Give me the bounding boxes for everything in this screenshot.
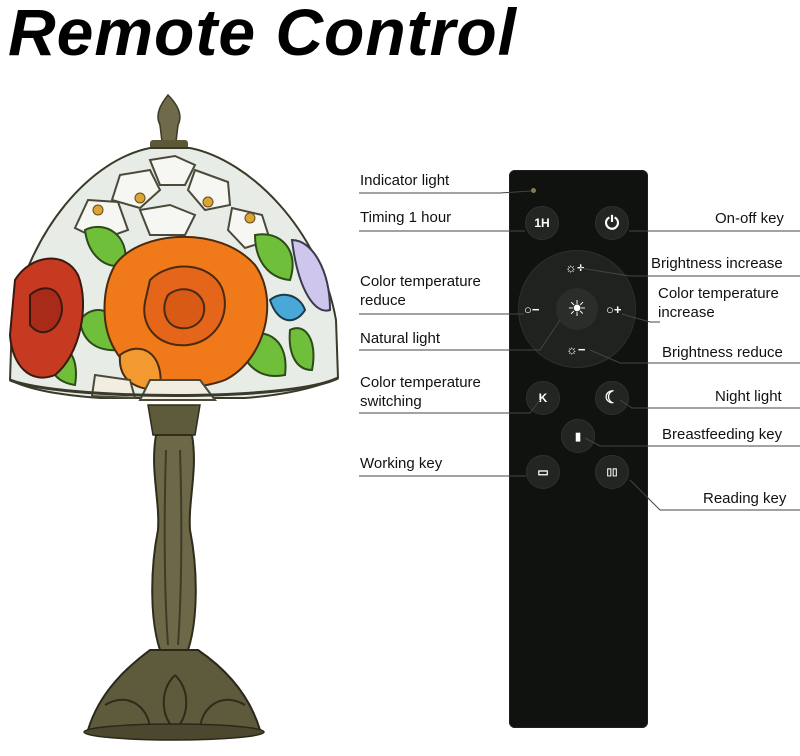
page-title: Remote Control — [8, 0, 517, 69]
timing-button[interactable]: 1H — [525, 206, 559, 240]
label-natural-light: Natural light — [360, 330, 441, 347]
label-ct-switch-2: switching — [360, 393, 422, 410]
label-indicator-light: Indicator light — [360, 172, 450, 189]
brightness-up-button[interactable]: ☼+ — [565, 260, 585, 275]
natural-light-button[interactable]: ☀ — [556, 288, 598, 330]
label-ct-increase-1: Color temperature — [658, 285, 779, 302]
label-ct-reduce-1: Color temperature — [360, 273, 481, 290]
ct-reduce-button[interactable]: ○− — [524, 302, 540, 317]
label-night-light: Night light — [715, 388, 782, 405]
reading-button[interactable]: ▯▯ — [595, 455, 629, 489]
label-working: Working key — [360, 455, 443, 472]
night-light-button[interactable]: ☾ — [595, 381, 629, 415]
breastfeeding-button[interactable]: ▮ — [561, 419, 595, 453]
sun-icon: ☀ — [567, 296, 587, 321]
working-button[interactable]: ▭ — [526, 455, 560, 489]
power-button[interactable]: ⏻ — [595, 206, 629, 240]
brightness-down-button[interactable]: ☼− — [566, 342, 586, 357]
indicator-light — [531, 188, 536, 193]
label-ct-increase-2: increase — [658, 304, 715, 321]
label-ct-reduce-2: reduce — [360, 292, 406, 309]
ct-increase-button[interactable]: ○+ — [606, 302, 622, 317]
label-reading: Reading key — [703, 490, 787, 507]
ct-switch-button[interactable]: K — [526, 381, 560, 415]
label-brightness-reduce: Brightness reduce — [662, 344, 783, 361]
label-brightness-increase: Brightness increase — [651, 255, 783, 272]
label-ct-switch-1: Color temperature — [360, 374, 481, 391]
label-onoff: On-off key — [715, 210, 784, 227]
lamp-image — [8, 93, 340, 741]
label-timing: Timing 1 hour — [360, 209, 452, 226]
label-breastfeeding: Breastfeeding key — [662, 426, 783, 443]
